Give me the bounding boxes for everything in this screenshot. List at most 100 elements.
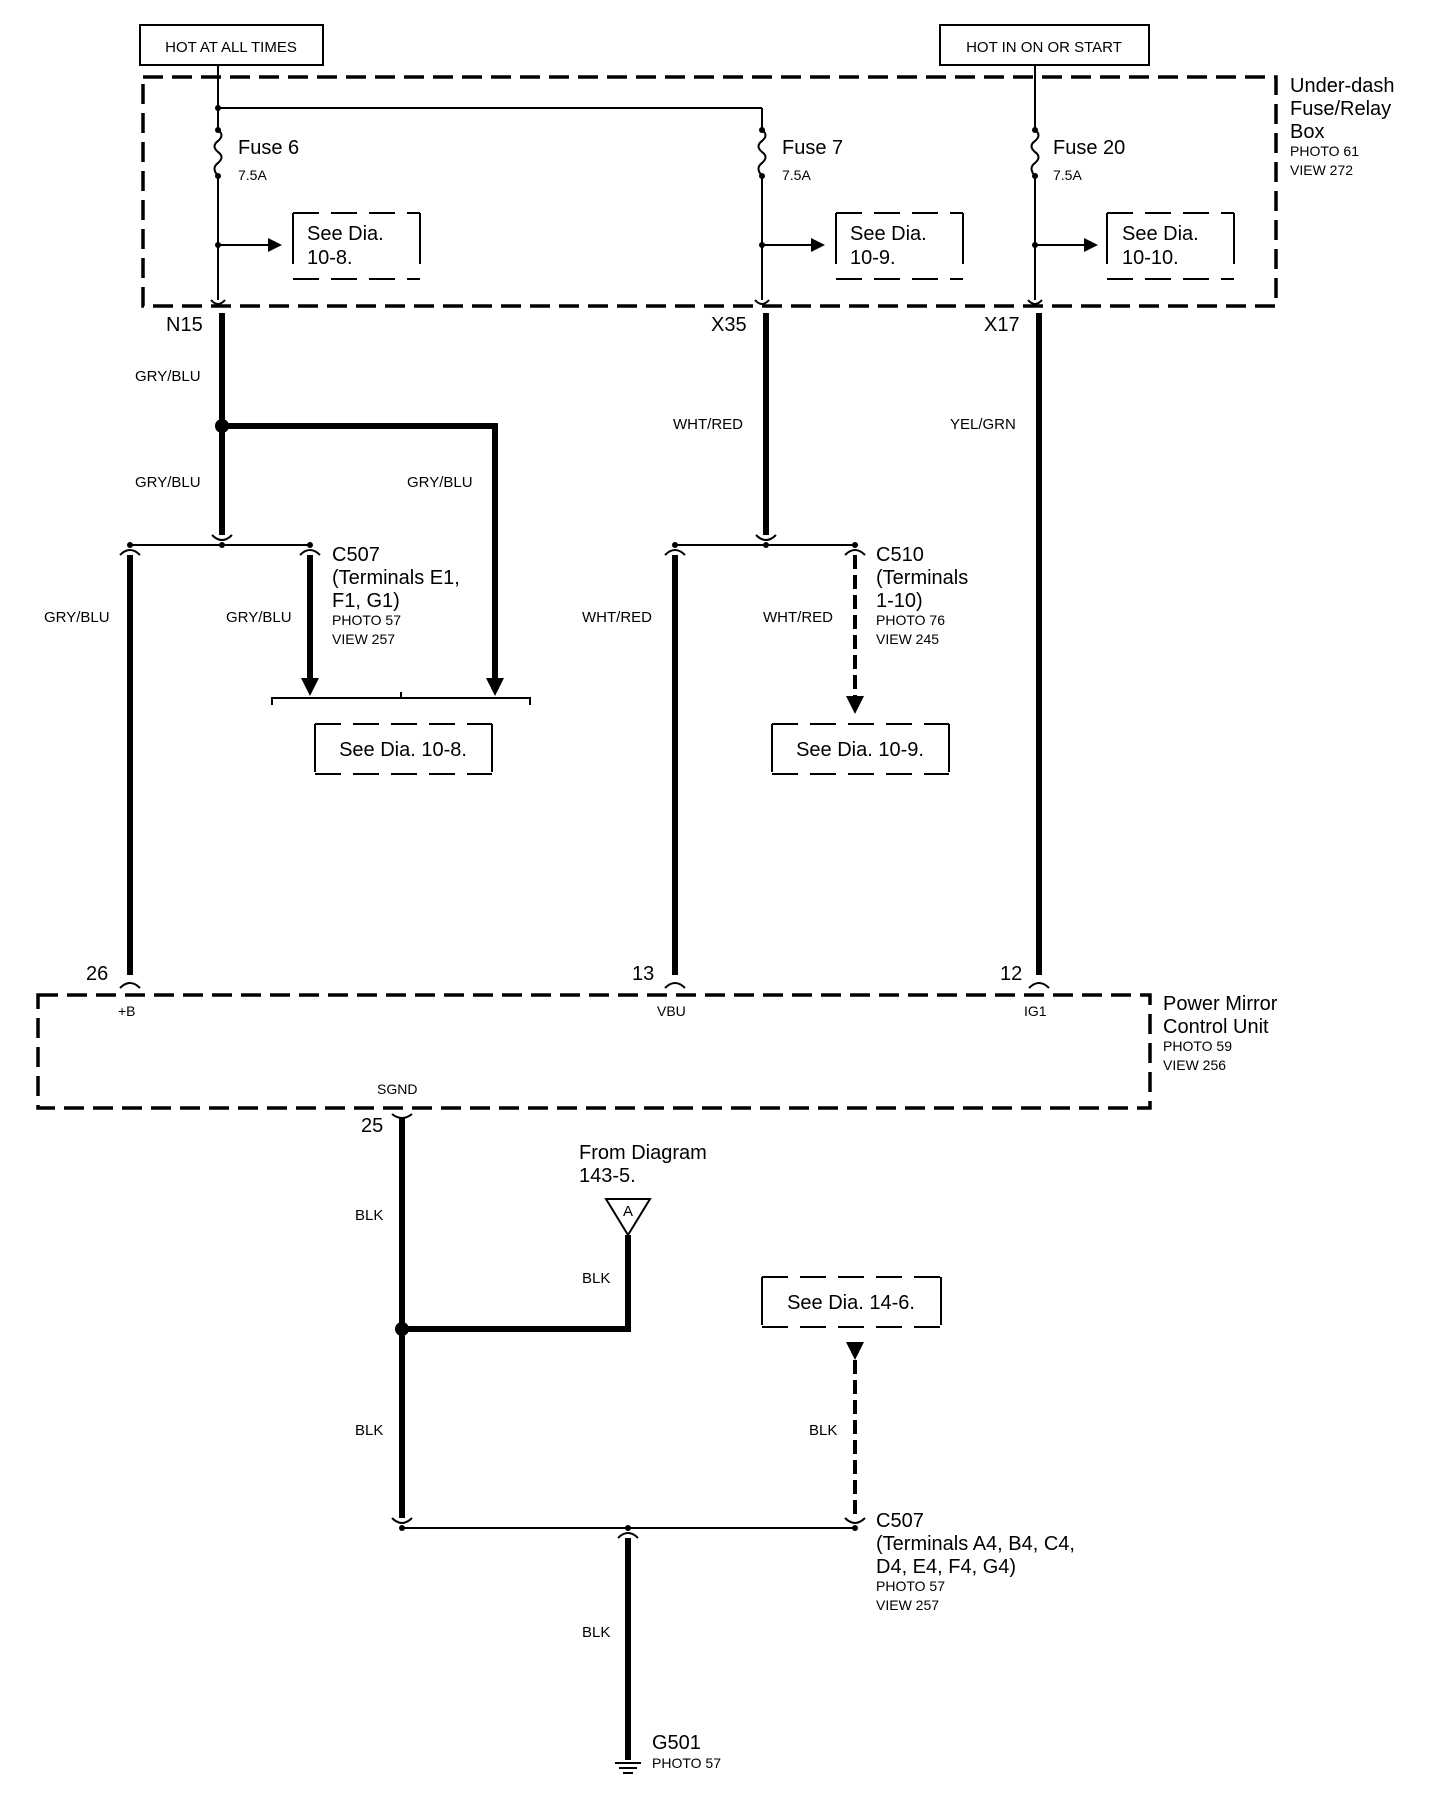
see-dia-10-9-box: See Dia. 10-9.	[835, 212, 964, 280]
svg-text:D4, E4, F4, G4): D4, E4, F4, G4)	[876, 1556, 1016, 1578]
svg-text:VIEW 257: VIEW 257	[876, 1597, 939, 1613]
svg-text:VBU: VBU	[657, 1003, 686, 1019]
source-hot-in-on-or-start: HOT IN ON OR START	[939, 24, 1150, 66]
wire-label-wht-red-1: WHT/RED	[673, 416, 743, 433]
wire-label-gry-blu-1: GRY/BLU	[135, 368, 201, 385]
svg-text:(Terminals A4, B4, C4,: (Terminals A4, B4, C4,	[876, 1533, 1075, 1555]
svg-text:1-10): 1-10)	[876, 590, 923, 612]
svg-text:C507: C507	[332, 544, 380, 566]
see-dia-10-8-ref: See Dia. 10-8.	[314, 723, 493, 775]
pin-13: 13 VBU	[632, 963, 686, 1019]
fuse-20: Fuse 20 7.5A	[1053, 137, 1125, 183]
wire-label-gry-blu-2: GRY/BLU	[135, 474, 201, 491]
source-hot-at-all-times: HOT AT ALL TIMES	[139, 24, 324, 66]
svg-text:See Dia.: See Dia.	[1122, 223, 1199, 245]
svg-text:PHOTO 57: PHOTO 57	[876, 1578, 945, 1594]
wire-label-yel-grn: YEL/GRN	[950, 416, 1016, 433]
svg-text:VIEW 256: VIEW 256	[1163, 1057, 1226, 1073]
ground-g501: G501 PHOTO 57	[652, 1732, 721, 1771]
see-dia-10-8-box: See Dia. 10-8.	[292, 212, 421, 280]
svg-text:Box: Box	[1290, 121, 1324, 143]
svg-text:Fuse 7: Fuse 7	[782, 137, 843, 159]
wire-label-blk-3: BLK	[355, 1422, 383, 1439]
pin-12: 12 IG1	[1000, 963, 1047, 1019]
svg-text:See Dia. 10-8.: See Dia. 10-8.	[339, 739, 467, 761]
svg-text:143-5.: 143-5.	[579, 1165, 636, 1187]
source-hot-at-all-times-label: HOT AT ALL TIMES	[165, 39, 297, 56]
svg-text:VIEW 245: VIEW 245	[876, 631, 939, 647]
control-unit-outline	[36, 993, 1152, 1110]
wire-label-wht-red-2: WHT/RED	[582, 609, 652, 626]
svg-text:7.5A: 7.5A	[1053, 167, 1082, 183]
source-hot-in-on-or-start-label: HOT IN ON OR START	[966, 39, 1122, 56]
svg-text:Power Mirror: Power Mirror	[1163, 993, 1278, 1015]
wire-label-gry-blu-5: GRY/BLU	[226, 609, 292, 626]
connector-c507-bottom: C507 (Terminals A4, B4, C4, D4, E4, F4, …	[876, 1510, 1075, 1613]
wire-label-blk-2: BLK	[582, 1270, 610, 1287]
see-dia-10-9-ref: See Dia. 10-9.	[771, 723, 950, 775]
fuse-box-internal-wiring	[210, 65, 1098, 305]
svg-text:Under-dash: Under-dash	[1290, 75, 1395, 97]
wire-label-blk-4: BLK	[809, 1422, 837, 1439]
svg-text:7.5A: 7.5A	[782, 167, 811, 183]
svg-text:VIEW 272: VIEW 272	[1290, 162, 1353, 178]
svg-text:25: 25	[361, 1115, 383, 1137]
svg-text:(Terminals E1,: (Terminals E1,	[332, 567, 460, 589]
svg-text:26: 26	[86, 963, 108, 985]
svg-text:F1, G1): F1, G1)	[332, 590, 400, 612]
svg-text:10-9.: 10-9.	[850, 247, 896, 269]
svg-text:See Dia. 10-9.: See Dia. 10-9.	[796, 739, 924, 761]
svg-text:Fuse 6: Fuse 6	[238, 137, 299, 159]
svg-text:PHOTO 61: PHOTO 61	[1290, 143, 1359, 159]
svg-text:PHOTO 59: PHOTO 59	[1163, 1038, 1232, 1054]
control-unit-label: Power Mirror Control Unit PHOTO 59 VIEW …	[1163, 993, 1278, 1073]
svg-text:See Dia.: See Dia.	[850, 223, 927, 245]
from-diagram-marker-a: A	[623, 1203, 633, 1220]
svg-text:VIEW 257: VIEW 257	[332, 631, 395, 647]
svg-text:IG1: IG1	[1024, 1003, 1047, 1019]
svg-text:+B: +B	[118, 1003, 136, 1019]
wire-label-gry-blu-4: GRY/BLU	[44, 609, 110, 626]
connector-c510: C510 (Terminals 1-10) PHOTO 76 VIEW 245	[876, 544, 968, 647]
wire-label-blk-1: BLK	[355, 1207, 383, 1224]
svg-text:PHOTO 76: PHOTO 76	[876, 612, 945, 628]
fuse-relay-box-outline	[141, 75, 1278, 308]
svg-text:Control Unit: Control Unit	[1163, 1016, 1269, 1038]
terminal-n15: N15	[166, 314, 203, 336]
svg-text:C507: C507	[876, 1510, 924, 1532]
svg-text:13: 13	[632, 963, 654, 985]
from-diagram-label: From Diagram 143-5.	[579, 1142, 707, 1187]
fuse-relay-box-label: Under-dash Fuse/Relay Box PHOTO 61 VIEW …	[1290, 75, 1395, 178]
svg-text:10-8.: 10-8.	[307, 247, 353, 269]
svg-text:12: 12	[1000, 963, 1022, 985]
wire-label-blk-5: BLK	[582, 1624, 610, 1641]
svg-text:(Terminals: (Terminals	[876, 567, 968, 589]
svg-text:PHOTO 57: PHOTO 57	[332, 612, 401, 628]
wire-label-wht-red-3: WHT/RED	[763, 609, 833, 626]
terminal-x17: X17	[984, 314, 1020, 336]
terminal-x35: X35	[711, 314, 747, 336]
pin-25: SGND 25	[361, 1081, 417, 1137]
fuse-7: Fuse 7 7.5A	[782, 137, 843, 183]
wht-red-circuit	[664, 313, 866, 975]
svg-text:7.5A: 7.5A	[238, 167, 267, 183]
svg-text:PHOTO 57: PHOTO 57	[652, 1755, 721, 1771]
fuse-6: Fuse 6 7.5A	[238, 137, 299, 183]
svg-text:See Dia.: See Dia.	[307, 223, 384, 245]
svg-text:10-10.: 10-10.	[1122, 247, 1179, 269]
connector-c507-top: C507 (Terminals E1, F1, G1) PHOTO 57 VIE…	[332, 544, 460, 647]
gry-blu-circuit	[119, 313, 531, 975]
svg-text:G501: G501	[652, 1732, 701, 1754]
svg-text:Fuse 20: Fuse 20	[1053, 137, 1125, 159]
wire-label-gry-blu-3: GRY/BLU	[407, 474, 473, 491]
svg-text:From Diagram: From Diagram	[579, 1142, 707, 1164]
svg-text:Fuse/Relay: Fuse/Relay	[1290, 98, 1391, 120]
svg-text:See Dia. 14-6.: See Dia. 14-6.	[787, 1292, 915, 1314]
blk-ground-circuit: A	[391, 1113, 866, 1774]
see-dia-10-10-box: See Dia. 10-10.	[1106, 212, 1235, 280]
see-dia-14-6-ref: See Dia. 14-6.	[761, 1276, 942, 1328]
svg-text:SGND: SGND	[377, 1081, 417, 1097]
pin-26: 26 +B	[86, 963, 136, 1019]
svg-text:C510: C510	[876, 544, 924, 566]
